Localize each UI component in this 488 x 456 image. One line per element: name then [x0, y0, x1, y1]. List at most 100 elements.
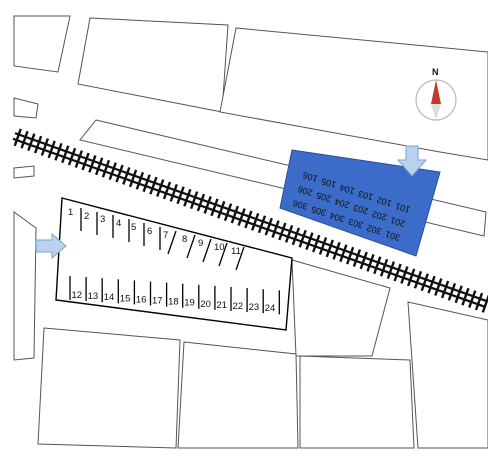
rail-tie	[264, 217, 273, 236]
unit-label: 103	[357, 189, 374, 203]
rail-tie	[230, 205, 239, 224]
parking-slot-label: 13	[88, 291, 99, 302]
rail-tie	[366, 254, 375, 272]
unit-label: 304	[329, 210, 346, 224]
rail-tie	[162, 181, 172, 200]
rail-tie	[196, 193, 206, 212]
plot-bottom-right	[299, 355, 415, 449]
rail-tie	[278, 222, 287, 241]
unit-label: 101	[394, 201, 411, 215]
rail-tie	[325, 239, 334, 258]
parking-slot-label: 16	[136, 294, 147, 305]
unit-label: 303	[347, 217, 364, 231]
unit-label: 301	[384, 229, 401, 243]
entrance-arrow-left	[35, 232, 67, 260]
parking-slot-label: 19	[184, 298, 195, 309]
plot-far-right	[407, 301, 488, 449]
rail-tie	[447, 282, 457, 301]
plot-top-right	[219, 27, 488, 161]
parking-lot-outline	[55, 197, 293, 331]
rail-tie	[108, 162, 117, 181]
rail-tie	[13, 128, 22, 147]
rail-tie	[142, 174, 151, 193]
compass-needle-icon	[431, 80, 441, 104]
rail-tie	[454, 285, 463, 304]
building-footprint	[279, 149, 441, 257]
unit-label: 302	[366, 223, 383, 237]
rail-tie	[88, 155, 97, 173]
rail-tie	[400, 266, 409, 284]
rail-tie	[81, 152, 90, 171]
rail-tie	[244, 210, 253, 229]
plot-top-middle	[77, 17, 229, 113]
rail-tie	[33, 135, 43, 154]
rail-tie	[47, 140, 56, 159]
rail-tie	[440, 280, 450, 299]
compass-north-label: N	[432, 67, 439, 77]
parking-slot-label: 23	[249, 302, 260, 313]
rail-tie	[223, 203, 233, 222]
unit-label: 104	[339, 182, 356, 196]
rail-tie	[183, 188, 192, 207]
rail-tie	[40, 138, 50, 156]
rail-tie	[427, 275, 436, 294]
plot-bottom-middle	[177, 341, 299, 449]
unit-label: 201	[389, 215, 406, 229]
rail-tie	[122, 167, 131, 185]
rail-tie	[128, 169, 138, 188]
rail-tie	[386, 261, 395, 280]
rail-tie	[74, 150, 83, 168]
rail-tie	[312, 234, 321, 253]
parking-slot-label: 21	[216, 300, 227, 311]
parking-slot-divider	[235, 246, 245, 271]
unit-label: 102	[376, 195, 393, 209]
plot-top-left	[13, 15, 71, 73]
unit-label: 203	[352, 203, 369, 217]
parking-slot-label: 9	[198, 238, 203, 249]
rail-tie	[298, 229, 307, 248]
plot-left-mid	[13, 165, 35, 179]
rail-tie	[345, 246, 355, 265]
parking-slot-label: 22	[233, 301, 244, 312]
rail-tie	[203, 196, 212, 214]
railway-track	[12, 128, 488, 313]
plot-left-lower	[13, 211, 37, 361]
parking-slot-divider	[186, 234, 196, 259]
rail-tie	[332, 241, 341, 260]
parking-slot-label: 20	[200, 299, 211, 310]
rail-tie	[413, 270, 423, 289]
plot-bottom-left	[37, 327, 181, 449]
parking-slot-label: 18	[168, 297, 179, 308]
rail-tie	[210, 198, 219, 217]
parking-slot-label: 5	[131, 222, 136, 233]
entrance-arrow-top	[396, 145, 428, 177]
rail-tie	[339, 244, 348, 263]
parking-slot-label: 4	[116, 218, 121, 229]
parking-slot-divider	[218, 242, 228, 267]
plot-left-edge	[13, 97, 39, 119]
rail-tie	[95, 157, 104, 176]
parking-slot-divider	[167, 230, 177, 255]
rail-tie	[373, 256, 382, 275]
rail-tie	[271, 220, 280, 238]
parking-slot-label: 10	[214, 242, 225, 253]
plot-right-mid	[291, 259, 391, 357]
parking-slot-label: 6	[147, 226, 152, 237]
rail-tie	[169, 183, 178, 202]
entrance-arrow-icon	[35, 232, 67, 260]
parking-slot-label: 15	[120, 293, 131, 304]
rail-tie	[434, 278, 443, 296]
parking-slot-label: 1	[68, 207, 73, 218]
parking-slot-label: 14	[104, 292, 115, 303]
rail-tie	[101, 159, 111, 178]
unit-label: 105	[320, 176, 337, 190]
rail-tie	[305, 232, 314, 251]
rail-tie	[420, 273, 429, 292]
rail-tie	[54, 142, 63, 161]
parking-slot-label: 2	[84, 211, 89, 222]
unit-label: 205	[315, 190, 332, 204]
parking-slot-label: 7	[163, 230, 168, 241]
rail-tie	[474, 292, 484, 311]
